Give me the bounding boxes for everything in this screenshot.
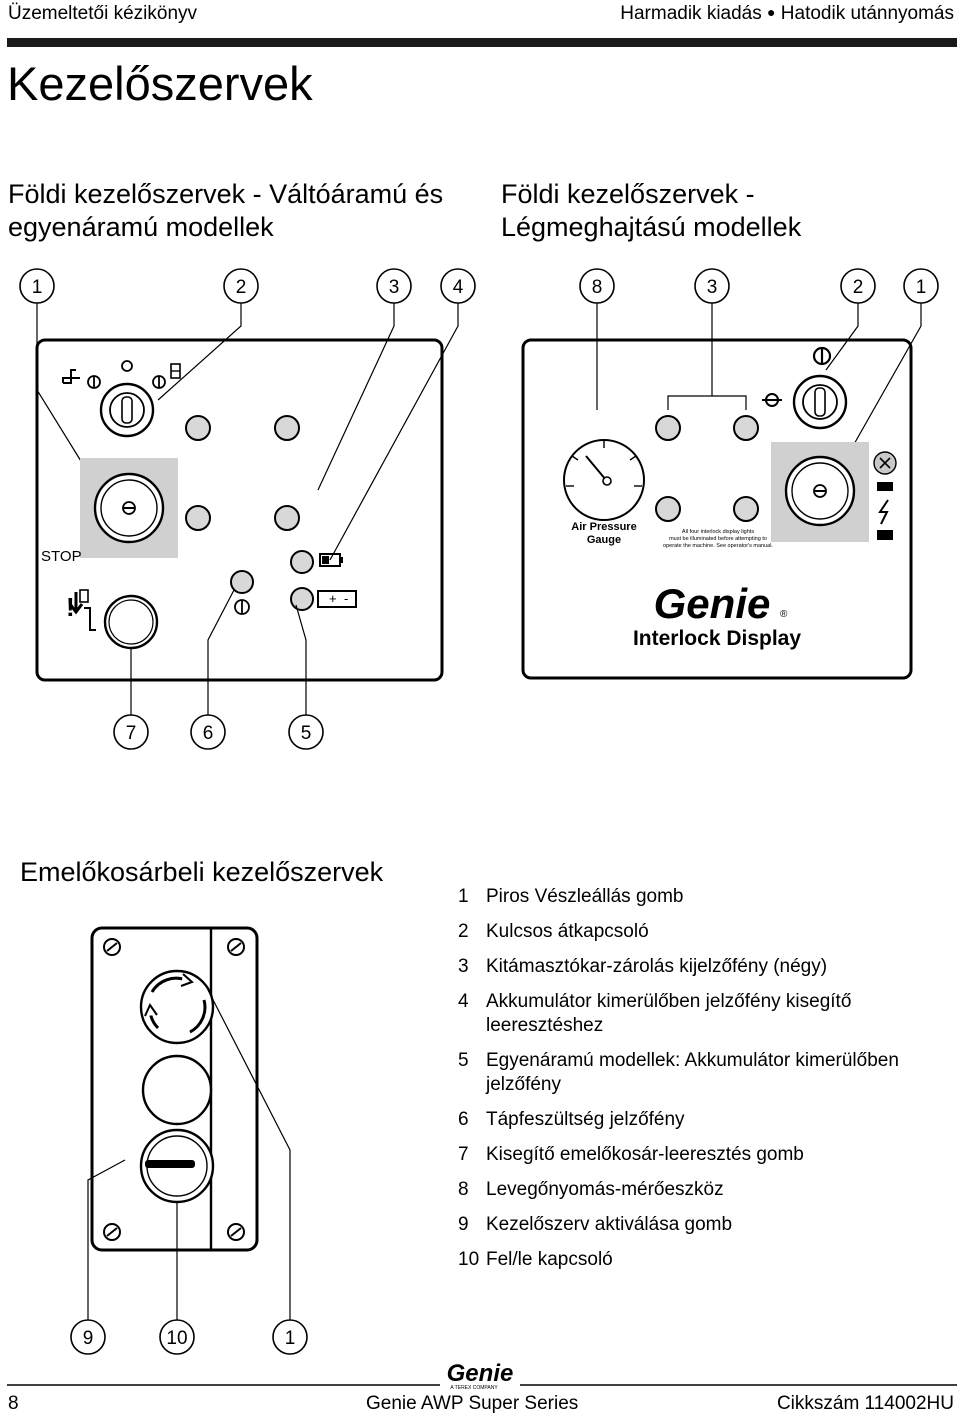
callout-3-right: 3	[694, 268, 730, 304]
basket-callouts: 9 10 1	[70, 1319, 308, 1355]
power-on-icon	[234, 599, 250, 615]
function-enable-button[interactable]	[141, 1054, 213, 1126]
callout-1-left: 1	[19, 268, 55, 304]
svg-text:1: 1	[32, 277, 43, 298]
up-down-switch[interactable]	[139, 1128, 215, 1204]
callout-4-left: 4	[440, 268, 476, 304]
key-switch-symbols-right	[762, 346, 832, 407]
dc-battery-light	[290, 587, 314, 611]
svg-text:7: 7	[126, 723, 137, 744]
genie-logo: Genie	[654, 580, 771, 627]
manual-title: Üzemeltetői kézikönyv	[8, 3, 198, 24]
power-light	[230, 570, 254, 594]
callout-5: 5	[288, 714, 324, 750]
outrigger-lights-left	[185, 415, 300, 531]
footer-rule-logo: Genie A TEREX COMPANY	[7, 1360, 957, 1391]
svg-text:-: -	[344, 591, 348, 606]
edition: Harmadik kiadás	[620, 3, 762, 24]
air-pressure-gauge	[563, 439, 645, 521]
svg-text:9: 9	[83, 1328, 94, 1349]
callout-7: 7	[113, 714, 149, 750]
footer-series: Genie AWP Super Series	[366, 1393, 579, 1414]
section-title-ground-ac-dc: Földi kezelőszervek - Váltóáramú és egye…	[8, 179, 444, 242]
svg-text:3: 3	[707, 277, 718, 298]
callout-9: 9	[70, 1319, 106, 1355]
callout-2-left: 2	[223, 268, 259, 304]
battery-symbols: + -	[317, 553, 357, 608]
ground-controls-diagram: 1 2 3 4	[19, 268, 939, 750]
svg-text:!: !	[66, 592, 75, 622]
svg-text:+: +	[329, 591, 337, 606]
svg-text:5: 5	[301, 723, 312, 744]
callout-3-left: 3	[376, 268, 412, 304]
callout-10: 10	[159, 1319, 195, 1355]
emergency-stop-button-right[interactable]	[784, 455, 856, 527]
page-title: Kezelőszervek	[7, 57, 313, 110]
part-number: Cikkszám 114002HU	[776, 1393, 954, 1414]
svg-text:2: 2	[236, 277, 247, 298]
emergency-stop-button-basket[interactable]	[139, 969, 215, 1045]
reprint: Hatodik utánnyomás	[780, 3, 954, 24]
svg-text:1: 1	[916, 277, 927, 298]
svg-text:2: 2	[853, 277, 864, 298]
callout-1-right: 1	[903, 268, 939, 304]
callout-8-right: 8	[579, 268, 615, 304]
footer-genie-logo: Genie	[447, 1360, 514, 1387]
svg-text:6: 6	[203, 723, 214, 744]
callout-2-right: 2	[840, 268, 876, 304]
interlock-note-3: operate the machine. See operator's manu…	[663, 543, 773, 549]
svg-text:8: 8	[592, 277, 603, 298]
left-callouts-bottom: 7 6 5	[113, 714, 324, 750]
key-switch-right[interactable]	[792, 374, 848, 430]
stop-label: STOP	[41, 548, 82, 565]
section-title-ground-air: Földi kezelőszervek - Légmeghajtású mode…	[501, 179, 802, 242]
section-title-basket: Emelőkosárbeli kezelőszervek	[20, 857, 384, 887]
svg-text:1: 1	[285, 1328, 296, 1349]
interlock-lights	[655, 415, 759, 522]
page-number: 8	[8, 1393, 19, 1414]
aux-lowering-icon: !	[66, 589, 96, 631]
power-symbols-right	[873, 451, 897, 540]
battery-low-light	[290, 550, 314, 574]
edition-info: Harmadik kiadás ● Hatodik utánnyomás	[620, 3, 954, 25]
basket-controls-diagram: 9 10 1	[70, 926, 308, 1355]
key-switch-symbols	[62, 360, 181, 389]
right-callouts-top: 8 3 2 1	[579, 268, 939, 304]
svg-text:10: 10	[166, 1328, 187, 1349]
callout-6: 6	[190, 714, 226, 750]
emergency-stop-button-ground[interactable]	[93, 472, 165, 544]
svg-text:3: 3	[389, 277, 400, 298]
aux-lowering-button[interactable]	[103, 594, 159, 650]
bullet-icon: ●	[767, 4, 776, 20]
mounting-screws	[103, 938, 245, 1241]
interlock-note-2: must be illuminated before attempting to	[669, 536, 767, 542]
interlock-note-1: All four interlock display lights	[682, 529, 754, 535]
interlock-display-label: Interlock Display	[633, 627, 801, 650]
left-callouts-top: 1 2 3 4	[19, 268, 476, 304]
header-rule	[7, 38, 957, 47]
footer-logo-tagline: A TEREX COMPANY	[450, 1385, 498, 1391]
gauge-label-line-1: Air Pressure	[571, 521, 636, 533]
registered-mark: ®	[780, 609, 788, 620]
gauge-label-line-2: Gauge	[587, 534, 621, 546]
svg-text:4: 4	[453, 277, 464, 298]
callout-1-basket: 1	[272, 1319, 308, 1355]
key-switch[interactable]	[99, 382, 155, 438]
